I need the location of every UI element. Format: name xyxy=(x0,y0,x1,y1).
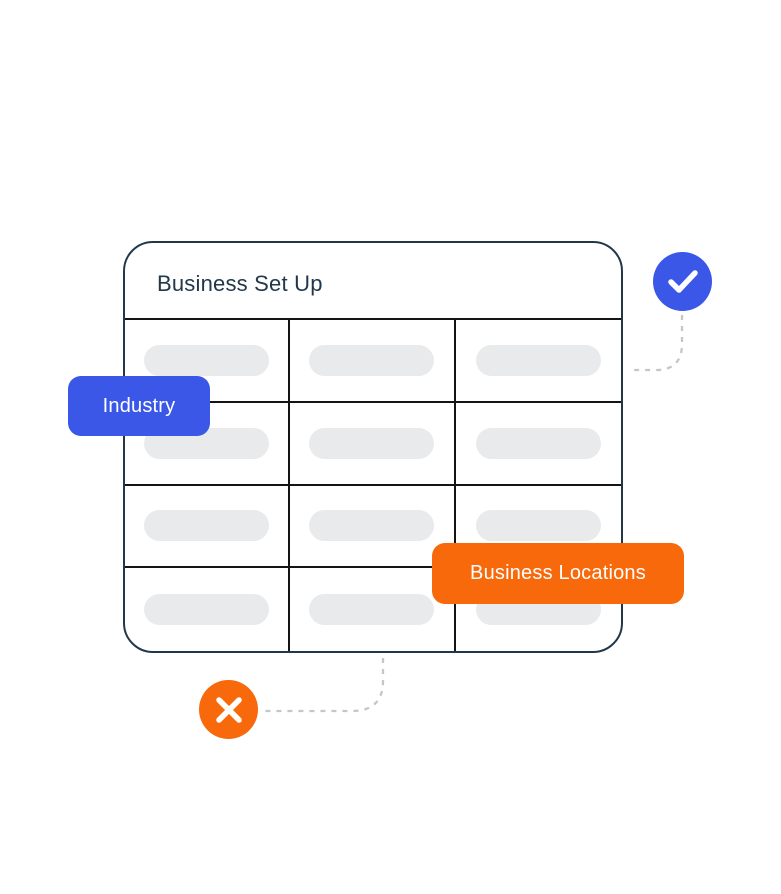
industry-badge-label: Industry xyxy=(102,394,176,417)
table-cell xyxy=(455,320,621,403)
placeholder-pill xyxy=(475,427,601,459)
table-cell xyxy=(290,320,456,403)
connector-dashed-line xyxy=(629,315,684,372)
table-cell xyxy=(290,402,456,486)
table-cell xyxy=(125,485,291,569)
placeholder-pill xyxy=(309,427,435,459)
business-setup-card: Business Set Up xyxy=(123,241,623,653)
placeholder-pill xyxy=(309,344,435,376)
check-button[interactable] xyxy=(653,252,712,311)
close-button[interactable] xyxy=(199,680,258,739)
table-cell xyxy=(125,568,291,651)
close-icon xyxy=(215,696,242,723)
industry-badge[interactable]: Industry xyxy=(68,376,210,436)
placeholder-table xyxy=(125,320,621,651)
placeholder-pill xyxy=(144,510,270,542)
connector-dashed-line xyxy=(260,658,385,713)
placeholder-pill xyxy=(144,594,270,626)
table-cell xyxy=(455,403,621,486)
placeholder-pill xyxy=(309,594,435,626)
placeholder-pill xyxy=(475,510,601,542)
placeholder-pill xyxy=(475,344,601,376)
table-cell xyxy=(290,485,456,569)
table-cell xyxy=(290,568,456,651)
check-icon xyxy=(667,269,698,294)
placeholder-pill xyxy=(309,510,435,542)
business-locations-badge-label: Business Locations xyxy=(470,562,646,584)
card-title: Business Set Up xyxy=(157,270,323,296)
table-cell xyxy=(125,320,291,403)
card-header: Business Set Up xyxy=(125,243,621,320)
table-cell xyxy=(125,402,291,486)
placeholder-pill xyxy=(144,344,270,376)
business-locations-badge[interactable]: Business Locations xyxy=(432,543,684,604)
